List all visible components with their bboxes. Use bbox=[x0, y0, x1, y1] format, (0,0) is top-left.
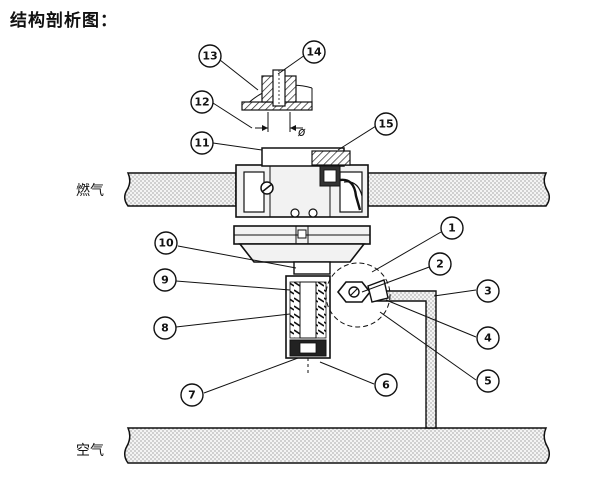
callout-3: 3 bbox=[476, 279, 500, 303]
callout-5: 5 bbox=[476, 369, 500, 393]
svg-text:8: 8 bbox=[161, 322, 169, 335]
callout-12: 12 bbox=[190, 90, 214, 114]
side-screw bbox=[260, 181, 274, 195]
svg-text:7: 7 bbox=[188, 389, 196, 402]
svg-text:11: 11 bbox=[194, 137, 209, 150]
callout-11: 11 bbox=[190, 131, 214, 155]
svg-text:14: 14 bbox=[306, 46, 322, 59]
svg-text:6: 6 bbox=[382, 379, 390, 392]
detail-circle-fitting bbox=[325, 262, 391, 328]
callout-10: 10 bbox=[154, 231, 178, 255]
callout-4: 4 bbox=[476, 326, 500, 350]
svg-text:1: 1 bbox=[448, 222, 456, 235]
svg-text:13: 13 bbox=[202, 50, 217, 63]
callout-1: 1 bbox=[440, 216, 464, 240]
diaphragm-housing bbox=[233, 225, 371, 263]
page-title: 结构剖析图： bbox=[10, 11, 118, 31]
callout-14: 14 bbox=[302, 40, 326, 64]
spring-housing bbox=[285, 275, 331, 359]
callout-15: 15 bbox=[374, 112, 398, 136]
callout-8: 8 bbox=[153, 316, 177, 340]
valve-body bbox=[235, 147, 369, 218]
gas-pipe-label: 燃气 bbox=[76, 183, 104, 199]
leader-lines bbox=[175, 54, 477, 394]
gas-pipe bbox=[124, 172, 550, 207]
callout-2: 2 bbox=[428, 252, 452, 276]
impulse-tube bbox=[371, 290, 437, 429]
svg-text:15: 15 bbox=[378, 118, 393, 131]
svg-text:4: 4 bbox=[484, 332, 492, 345]
svg-text:2: 2 bbox=[436, 258, 444, 271]
callout-7: 7 bbox=[180, 383, 204, 407]
air-pipe-label: 空气 bbox=[76, 443, 104, 459]
callout-13: 13 bbox=[198, 44, 222, 68]
svg-text:12: 12 bbox=[194, 96, 209, 109]
callout-9: 9 bbox=[153, 268, 177, 292]
valve-neck bbox=[293, 261, 331, 275]
air-pipe bbox=[124, 427, 550, 464]
svg-text:9: 9 bbox=[161, 274, 169, 287]
adjustment-screw bbox=[311, 150, 363, 211]
diameter-symbol: ø bbox=[297, 125, 306, 139]
svg-text:5: 5 bbox=[484, 375, 492, 388]
detail-circle-nozzle bbox=[241, 69, 313, 132]
svg-text:10: 10 bbox=[158, 237, 174, 250]
callout-6: 6 bbox=[374, 373, 398, 397]
svg-text:3: 3 bbox=[484, 285, 492, 298]
